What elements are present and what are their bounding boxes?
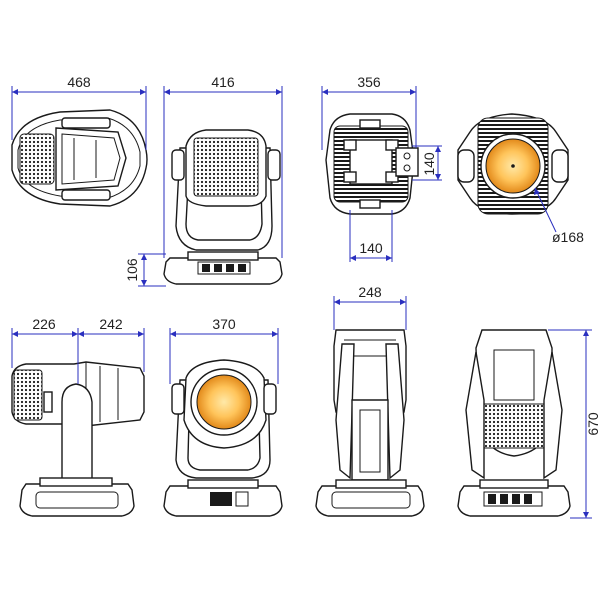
view-side: 226 242 xyxy=(11,316,145,517)
dim-base-height: 106 xyxy=(124,258,140,282)
dim-profile-width: 248 xyxy=(358,284,382,300)
dim-lens-diameter: ø168 xyxy=(552,229,584,245)
view-profile: 248 xyxy=(315,284,425,517)
dim-front-width: 416 xyxy=(211,74,235,90)
dim-total-height: 670 xyxy=(585,412,600,436)
view-lens-front: ø168 xyxy=(457,113,584,245)
view-top: 468 xyxy=(11,74,148,207)
view-front-lens: 370 xyxy=(163,316,283,517)
dim-top-width: 468 xyxy=(67,74,91,90)
dim-side-right: 242 xyxy=(99,316,123,332)
view-front-rear: 416 106 xyxy=(124,74,283,287)
dim-back-width: 356 xyxy=(357,74,381,90)
dim-side-left: 226 xyxy=(32,316,56,332)
view-rear: 670 xyxy=(457,329,600,519)
view-bottom: 356 140 140 xyxy=(321,74,442,262)
dim-mount-horizontal: 140 xyxy=(359,240,383,256)
dim-front-lens-width: 370 xyxy=(212,316,236,332)
dim-mount-vertical: 140 xyxy=(421,152,437,176)
